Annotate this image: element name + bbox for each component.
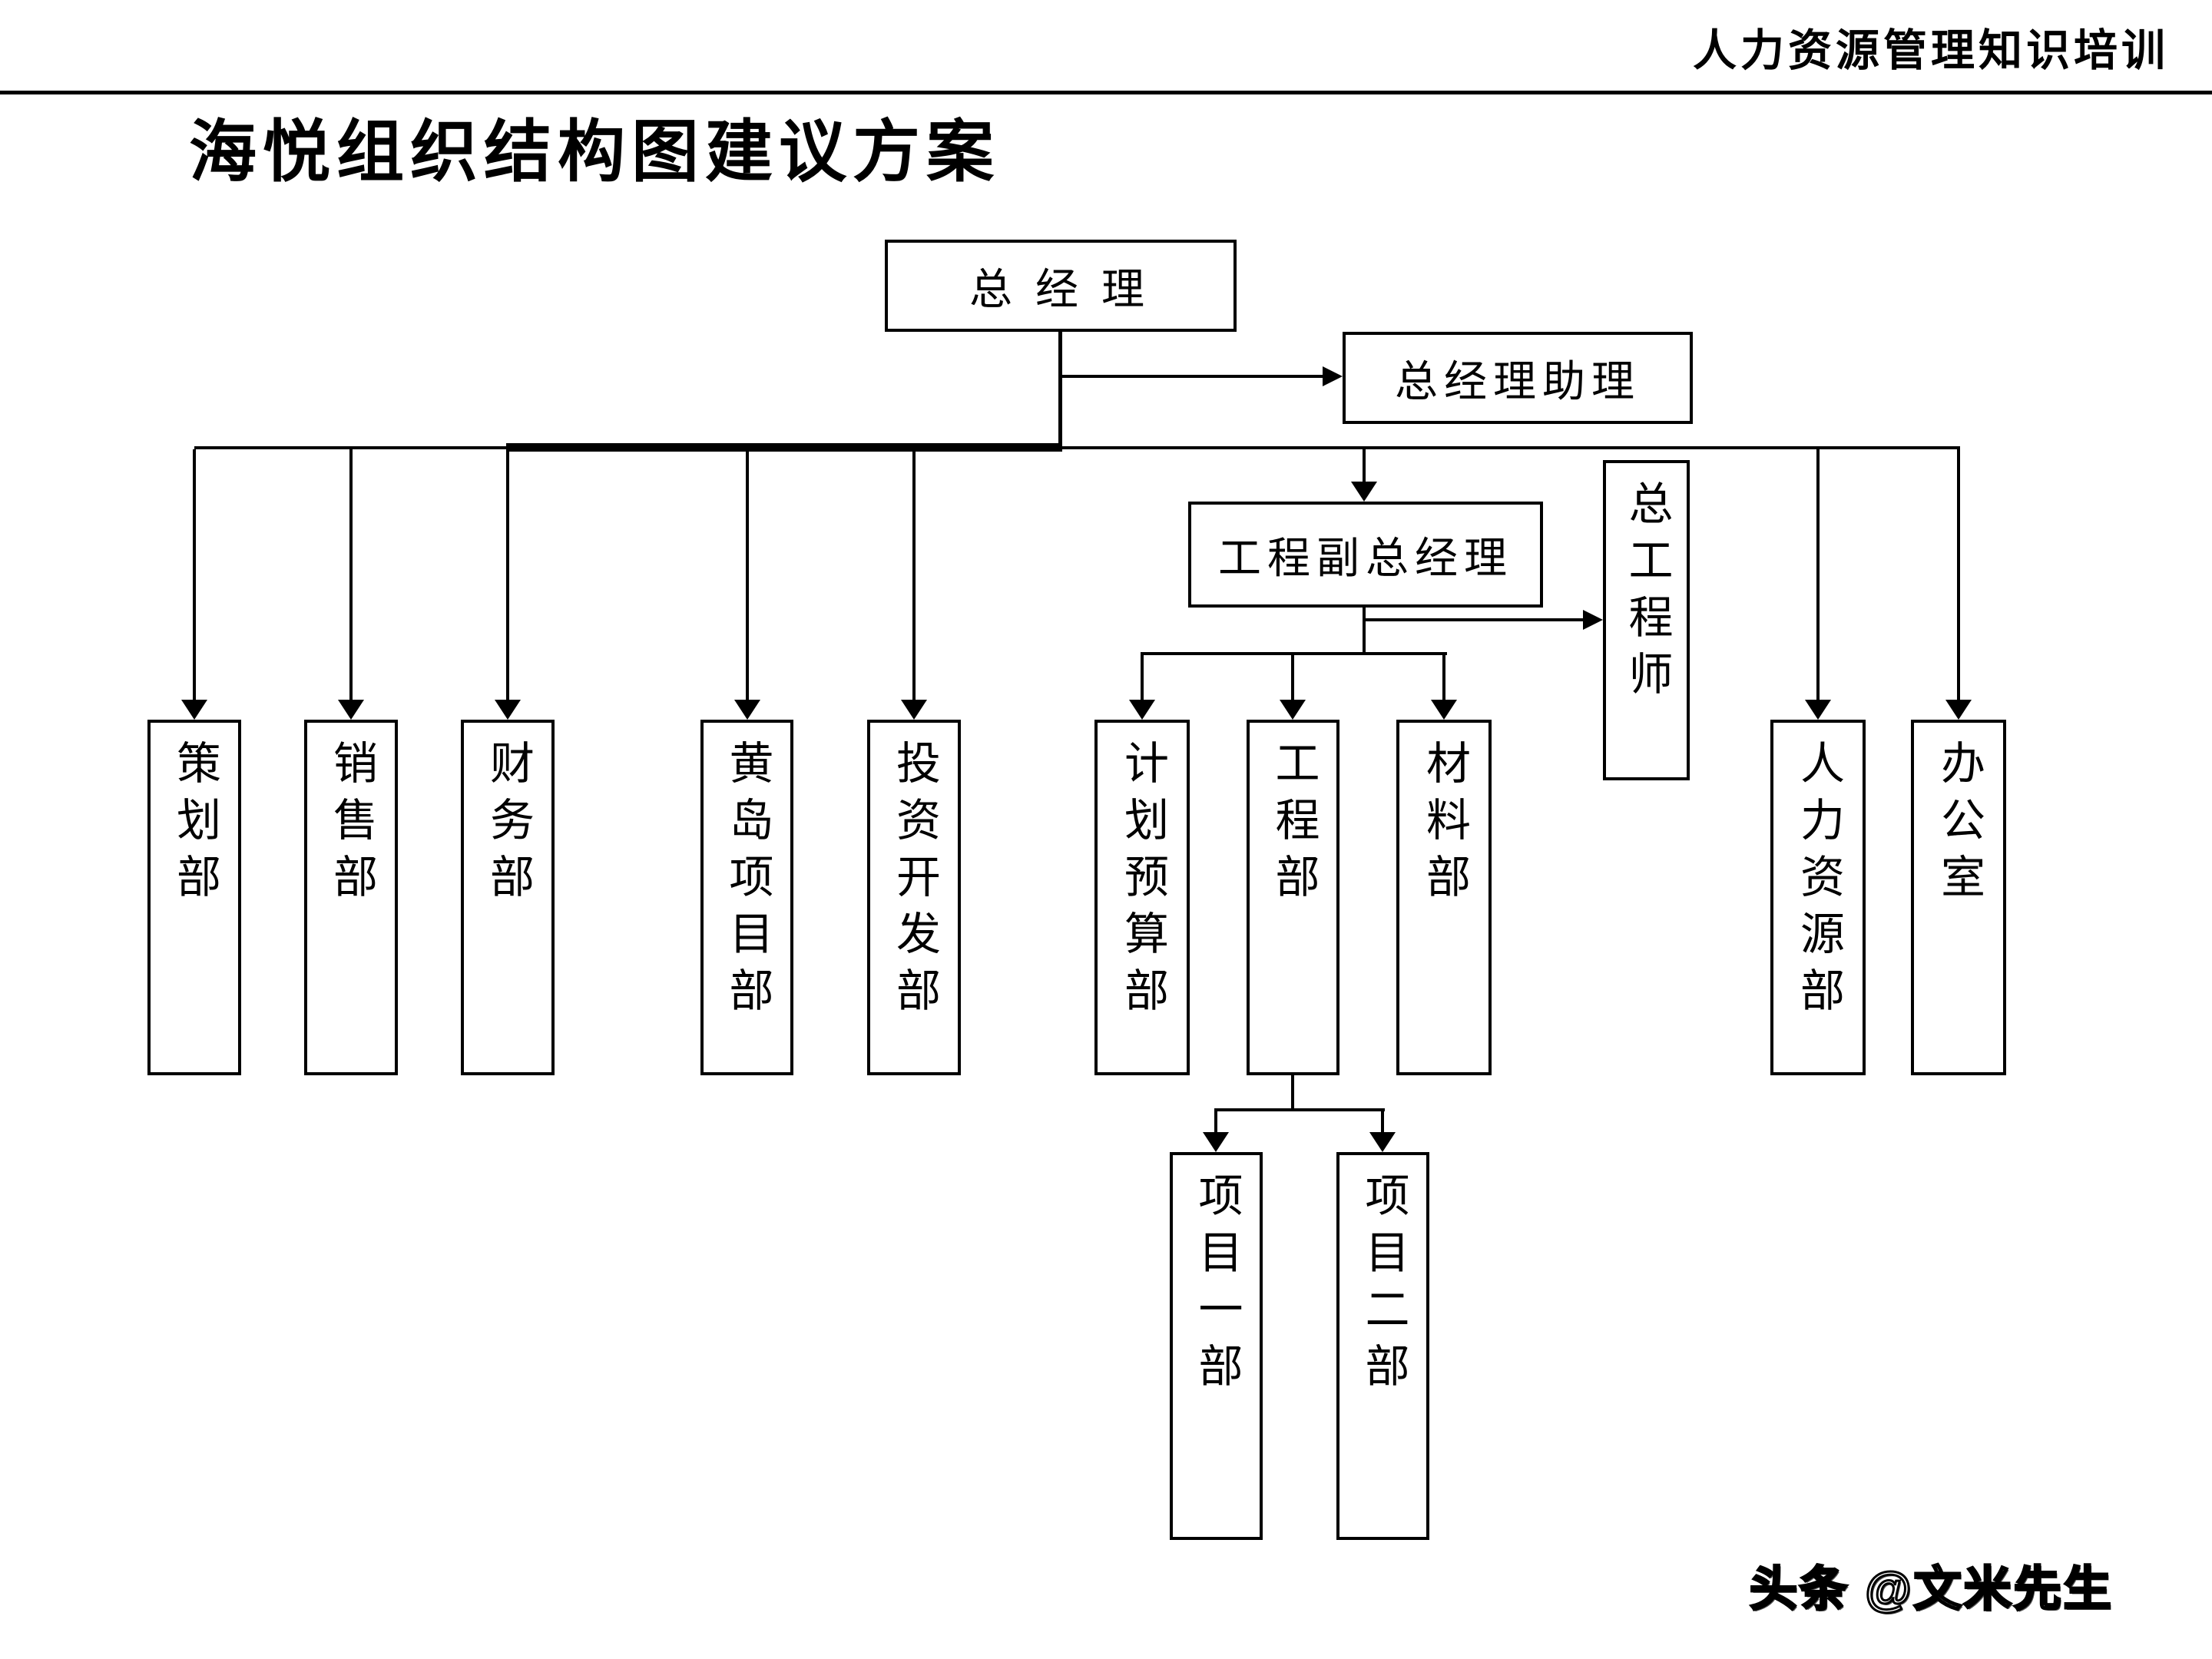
arrowhead-right-icon (1583, 610, 1603, 630)
org-node-label: 投资开发部 (889, 740, 939, 1024)
connector-line (1291, 654, 1294, 701)
org-node-label: 黄岛项目部 (722, 740, 773, 1024)
arrowhead-down-icon (1129, 700, 1155, 720)
arrowhead-down-icon (1431, 700, 1457, 720)
connector-line (506, 449, 509, 701)
arrowhead-down-icon (495, 700, 521, 720)
org-node-label: 办公室 (1934, 740, 1984, 910)
org-node-materials: 材料部 (1396, 720, 1492, 1075)
arrowhead-down-icon (181, 700, 207, 720)
org-node-project2: 项目二部 (1336, 1152, 1429, 1540)
arrowhead-down-icon (1945, 700, 1972, 720)
connector-line (1381, 1110, 1384, 1134)
org-node-label: 工程副总经理 (1218, 533, 1513, 582)
org-node-label: 总经理 (969, 264, 1167, 313)
watermark-text: 头条 @文米先生 (1749, 1562, 2114, 1618)
connector-line (912, 449, 916, 701)
connector-line (193, 449, 196, 701)
org-node-label: 计划预算部 (1118, 740, 1167, 1024)
org-node-finance: 财务部 (461, 720, 555, 1075)
connector-line (1214, 1110, 1217, 1134)
org-node-huangdao: 黄岛项目部 (700, 720, 793, 1075)
arrowhead-down-icon (1369, 1132, 1396, 1152)
connector-line (1957, 449, 1960, 701)
org-node-label: 财务部 (483, 740, 533, 910)
arrowhead-down-icon (1203, 1132, 1229, 1152)
connector-line (1816, 449, 1820, 701)
org-node-label: 策划部 (170, 740, 220, 910)
org-node-label: 总工程师 (1621, 480, 1672, 707)
connector-line (1058, 332, 1062, 449)
org-node-label: 总经理助理 (1395, 356, 1641, 406)
org-node-project1: 项目一部 (1170, 1152, 1263, 1540)
arrowhead-down-icon (338, 700, 364, 720)
connector-line (746, 449, 749, 701)
connector-line (1363, 449, 1366, 485)
arrowhead-down-icon (734, 700, 760, 720)
arrowhead-down-icon (1805, 700, 1831, 720)
connector-line (1442, 654, 1445, 701)
connector-line (349, 449, 353, 701)
org-node-label: 工程部 (1268, 740, 1319, 910)
connector-line (1141, 654, 1144, 701)
connector-line (194, 446, 1960, 449)
connector-line (1060, 375, 1323, 378)
arrowhead-down-icon (1280, 700, 1306, 720)
org-node-engineering: 工程部 (1247, 720, 1339, 1075)
org-node-gm: 总经理 (885, 240, 1237, 332)
connector-line (1363, 608, 1366, 655)
page-title: 海悦组织结构图建议方案 (189, 114, 1001, 190)
arrowhead-right-icon (1323, 366, 1343, 386)
org-node-planning: 策划部 (147, 720, 241, 1075)
header-divider (0, 91, 2212, 94)
org-node-label: 材料部 (1419, 740, 1469, 910)
connector-line (1214, 1108, 1385, 1111)
org-node-budget: 计划预算部 (1094, 720, 1190, 1075)
header-training-label: 人力资源管理知识培训 (1693, 26, 2169, 75)
org-node-label: 销售部 (326, 740, 376, 910)
arrowhead-down-icon (901, 700, 927, 720)
org-node-deputy: 工程副总经理 (1188, 502, 1543, 608)
org-node-label: 人力资源部 (1793, 740, 1843, 1024)
connector-line (1364, 618, 1583, 621)
org-node-office: 办公室 (1911, 720, 2006, 1075)
org-node-investment: 投资开发部 (867, 720, 961, 1075)
org-node-label: 项目一部 (1191, 1172, 1242, 1399)
org-node-sales: 销售部 (304, 720, 398, 1075)
org-node-chief: 总工程师 (1603, 460, 1690, 780)
connector-line (1291, 1075, 1294, 1111)
org-node-assistant: 总经理助理 (1343, 332, 1693, 424)
arrowhead-down-icon (1351, 482, 1377, 502)
org-node-hr: 人力资源部 (1770, 720, 1866, 1075)
connector-line (506, 443, 1062, 452)
org-node-label: 项目二部 (1358, 1172, 1409, 1399)
